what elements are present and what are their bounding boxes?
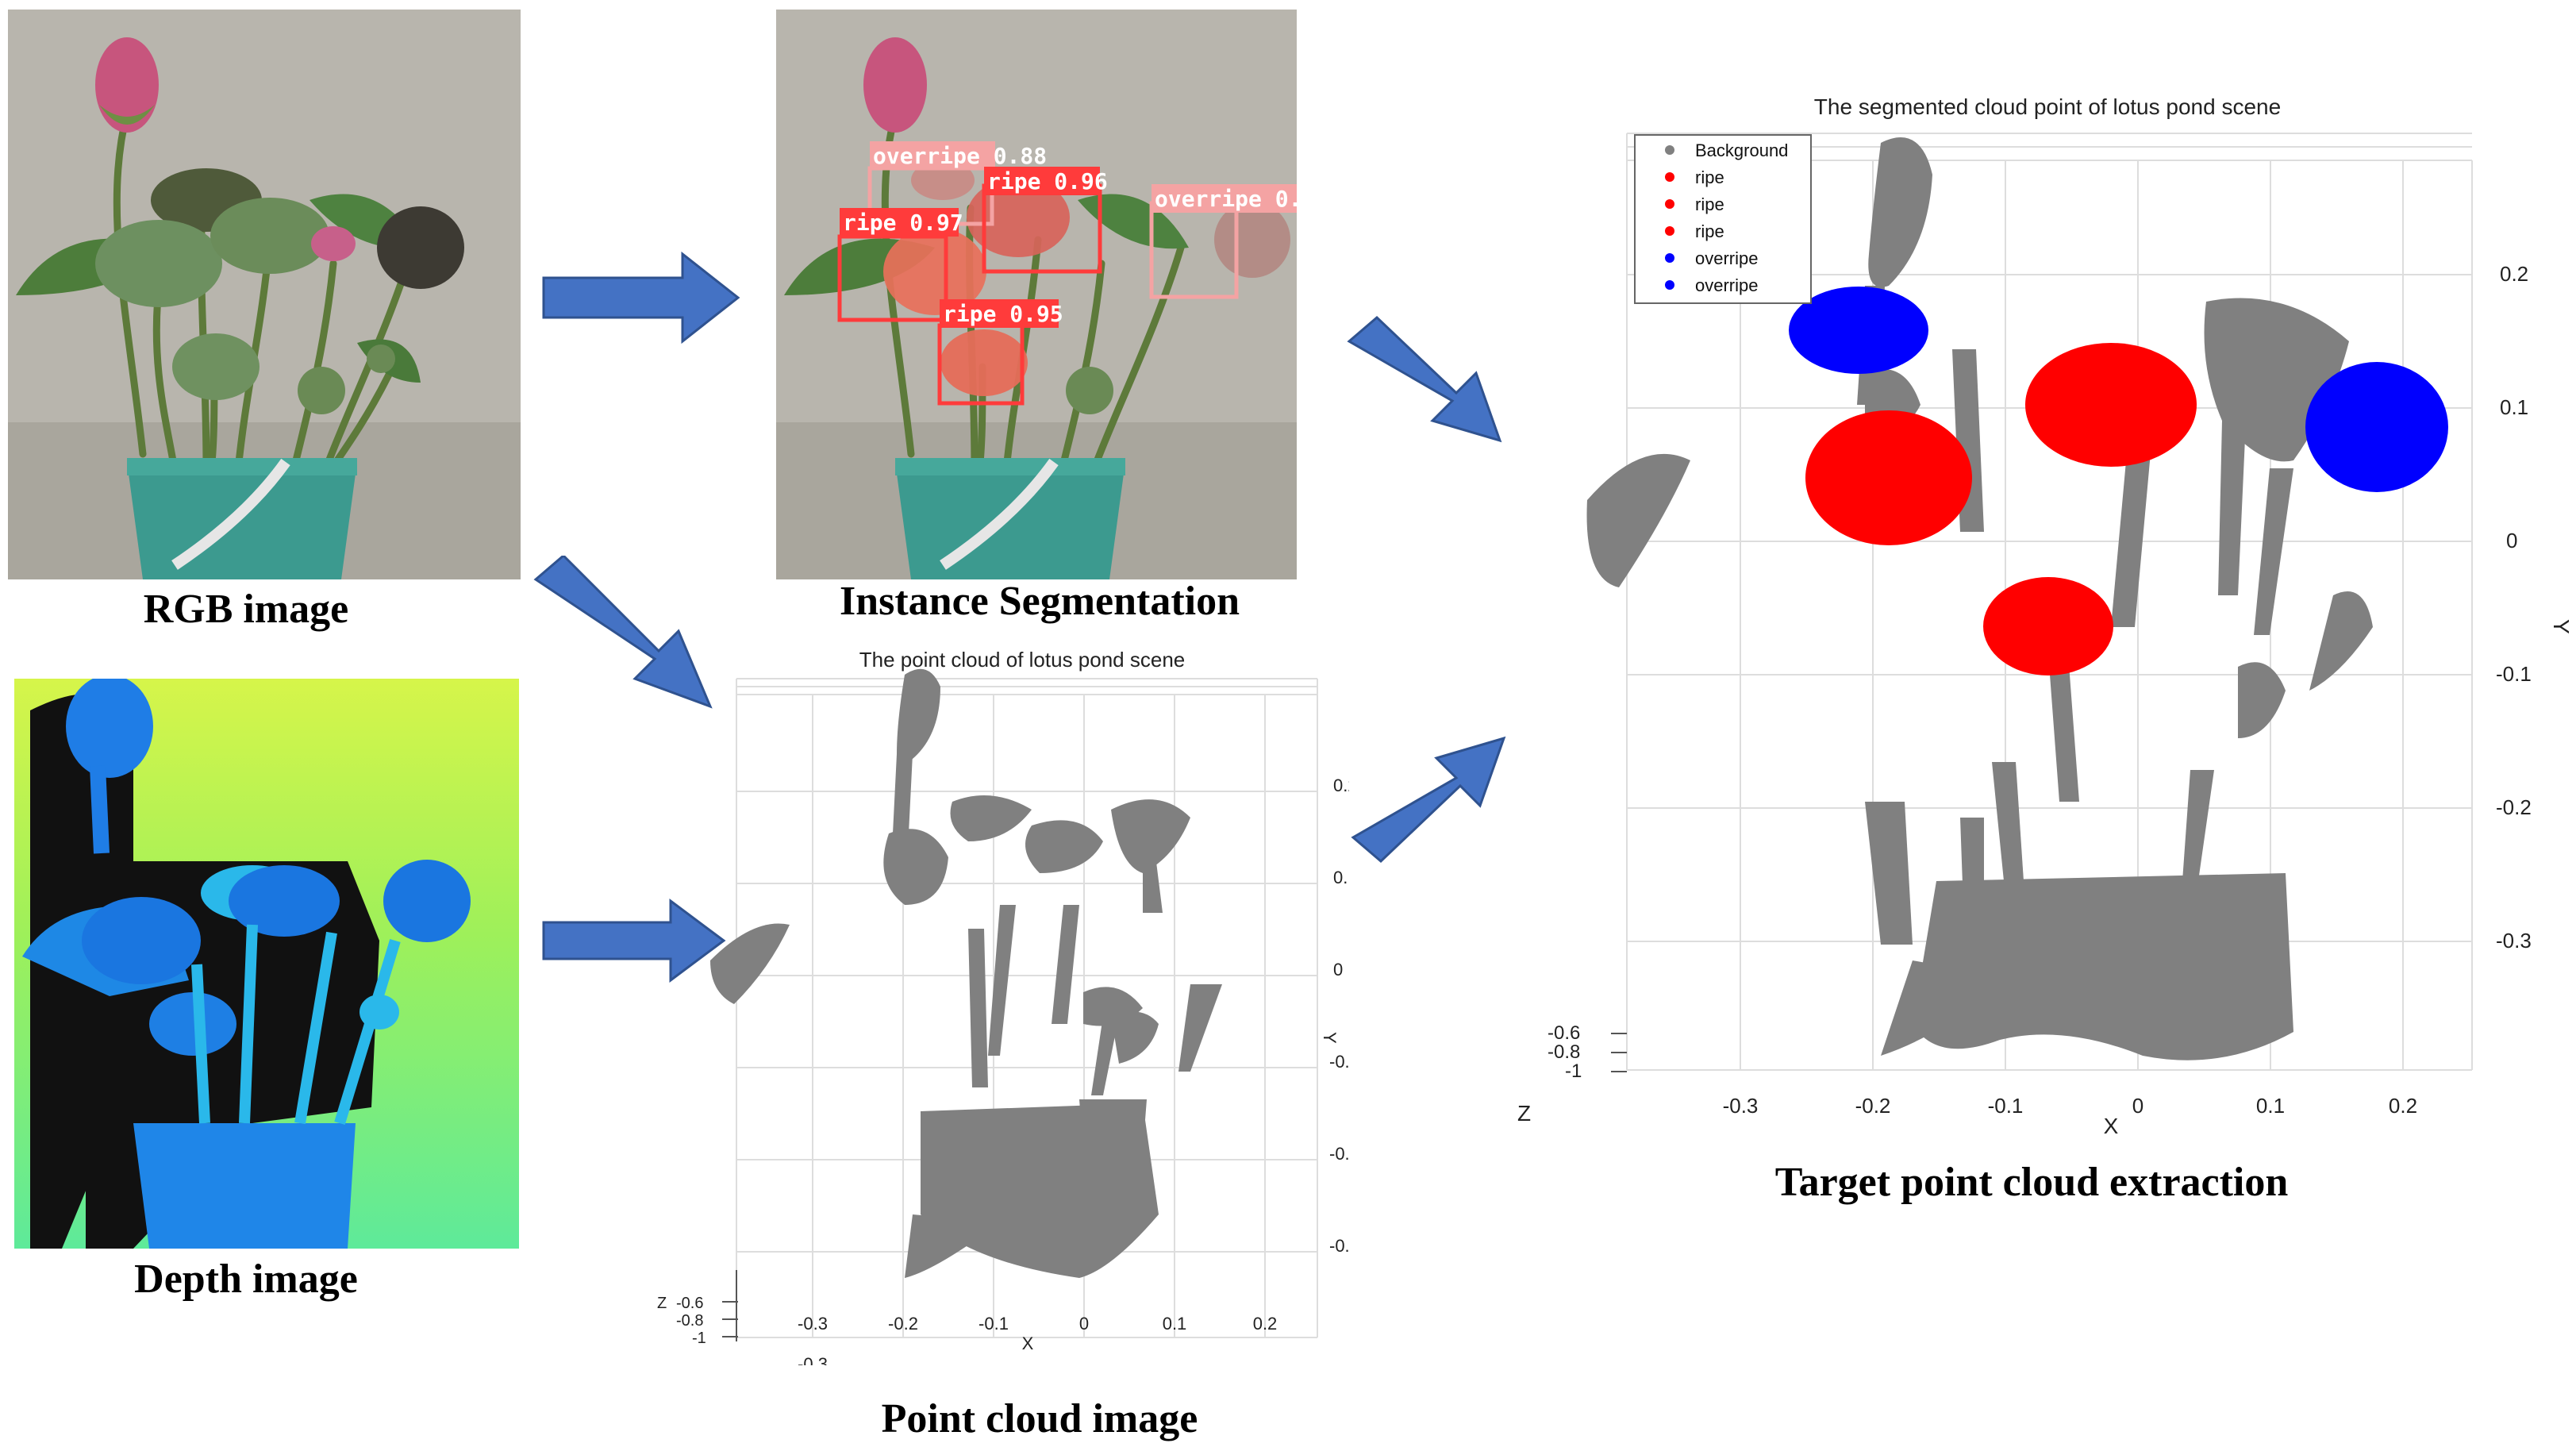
z-tick: -0.8: [676, 1312, 703, 1330]
pointcloud-plot: The point cloud of lotus pond scene: [635, 643, 1349, 1357]
y-tick: -0.1: [2496, 662, 2532, 686]
x-tick: -0.3: [798, 1314, 828, 1334]
pointcloud-title: The point cloud of lotus pond scene: [859, 648, 1186, 672]
y-tick: -0.2: [2496, 795, 2532, 819]
pointcloud-zlabel: Z: [657, 1295, 667, 1312]
legend-label: ripe: [1695, 194, 1724, 214]
segmented-legend: Background ripe ripe ripe overripe overr…: [1634, 134, 1812, 304]
segmented-zlabel: Z: [1517, 1101, 1531, 1126]
y-tick: 0.2: [2500, 262, 2528, 286]
det-label: ripe 0.96: [987, 168, 1108, 194]
x-tick: -0.2: [1855, 1094, 1891, 1118]
arrow-rgb-to-segmentation: [542, 251, 740, 344]
y-tick: -0.3: [1329, 1236, 1349, 1256]
segmented-plot: The segmented cloud point of lotus pond …: [1508, 87, 2576, 1135]
z-tick: -0.8: [1548, 1041, 1580, 1063]
rgb-photo: [8, 10, 521, 579]
segmented-title: The segmented cloud point of lotus pond …: [1814, 94, 2281, 119]
x-tick: 0.2: [1253, 1314, 1278, 1334]
pointcloud-xlabel: X: [1022, 1334, 1034, 1353]
segmented-x-ticks: -0.3 -0.2 -0.1 0 0.1 0.2 X: [1723, 1094, 2417, 1135]
z-tick: -1: [692, 1330, 706, 1347]
arrow-pointcloud-to-target: [1351, 736, 1506, 864]
segmented-ylabel: Y: [2549, 619, 2574, 634]
x-tick: 0.2: [2389, 1094, 2417, 1118]
arrow-segmentation-to-target: [1347, 315, 1502, 443]
det-label: ripe 0.95: [943, 301, 1063, 327]
segmented-y-ticks: 0.2 0.1 0 -0.1 -0.2 -0.3: [2496, 262, 2532, 953]
y-tick: 0.1: [2500, 395, 2528, 419]
depth-caption: Depth image: [134, 1257, 358, 1302]
y-tick: -0.3: [2496, 929, 2532, 953]
pointcloud-y-ticks: 0.2 0.1 0 -0.1 -0.2 -0.3: [1329, 776, 1349, 1256]
segmented-z-ticks: -0.6 -0.8 -1 Z: [1517, 1022, 1582, 1126]
x-tick: -0.1: [1988, 1094, 2024, 1118]
target-caption: Target point cloud extraction: [1774, 1160, 2289, 1205]
segmented-xlabel: X: [2104, 1114, 2119, 1135]
y-tick: 0.1: [1333, 868, 1349, 887]
legend-label: ripe: [1695, 221, 1724, 241]
legend-label: ripe: [1695, 167, 1724, 187]
det-label: overripe 0.88: [873, 143, 1047, 169]
det-label: overripe 0.9: [1155, 186, 1297, 212]
z-tick: -1: [1565, 1060, 1582, 1082]
x-tick: 0: [2132, 1094, 2143, 1118]
segmentation-image: overripe 0.88 ripe 0.96 overripe 0.9 rip…: [776, 10, 1297, 579]
x-tick: -0.3: [798, 1354, 828, 1365]
x-tick: -0.3: [1723, 1094, 1759, 1118]
x-tick: 0.1: [2256, 1094, 2285, 1118]
pointcloud-axis-labels: -0.3 -0.2 -0.1 0 0.1 0.2 X Z -0.6 -0.8 -…: [657, 1270, 1278, 1353]
legend-label: overripe: [1695, 275, 1758, 295]
overripe-cluster: [2305, 362, 2448, 492]
y-tick: -0.2: [1329, 1144, 1349, 1164]
ripe-cluster: [2025, 343, 2197, 467]
z-tick: -0.6: [676, 1295, 703, 1312]
segmented-background-cloud: [1586, 137, 2373, 1060]
ripe-cluster: [1983, 577, 2113, 675]
pointcloud-axis-bottom: -0.3: [635, 1294, 1349, 1365]
arrow-depth-to-pointcloud: [542, 899, 726, 983]
depth-image: [14, 679, 519, 1249]
segmentation-photo: overripe 0.88 ripe 0.96 overripe 0.9 rip…: [776, 10, 1297, 579]
z-tick: -0.6: [1548, 1022, 1580, 1044]
x-tick: -0.2: [888, 1314, 918, 1334]
rgb-caption: RGB image: [143, 587, 349, 632]
rgb-image: [8, 10, 521, 579]
ripe-cluster: [1805, 410, 1972, 545]
x-tick: 0.1: [1163, 1314, 1187, 1334]
pointcloud-caption: Point cloud image: [881, 1396, 1198, 1441]
overripe-cluster: [1789, 287, 1928, 374]
x-tick: 0: [1079, 1314, 1089, 1334]
x-tick: -0.1: [978, 1314, 1009, 1334]
y-tick: 0: [2506, 529, 2517, 552]
legend-label: Background: [1695, 140, 1788, 160]
y-tick: -0.1: [1329, 1052, 1349, 1072]
det-label: ripe 0.97: [843, 210, 963, 236]
legend-label: overripe: [1695, 248, 1758, 268]
segmentation-caption: Instance Segmentation: [839, 579, 1240, 624]
pointcloud-scene: [710, 668, 1222, 1278]
y-tick: 0: [1333, 960, 1343, 980]
arrow-rgb-to-pointcloud: [533, 556, 713, 709]
y-tick: 0.2: [1333, 776, 1349, 795]
pointcloud-ylabel: Y: [1320, 1032, 1340, 1044]
depth-map: [14, 679, 519, 1249]
